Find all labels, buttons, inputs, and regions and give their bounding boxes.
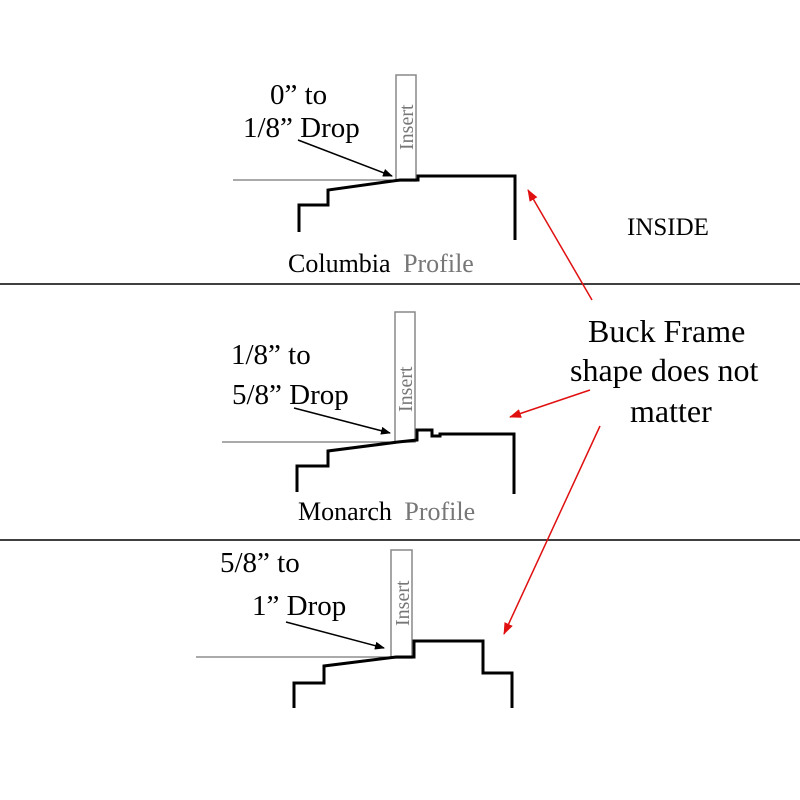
inside-label: INSIDE (627, 214, 709, 241)
buck-frame-label-line2: shape does not (570, 352, 759, 388)
buck-frame-callout: Buck Frame shape does not matter (503, 189, 759, 635)
profile-name: Monarch Profile (298, 497, 475, 526)
profile-name-main: Monarch (298, 497, 392, 526)
insert-label: Insert (395, 366, 417, 412)
columbia-profile-shape (297, 174, 517, 240)
red-arrow-to-monarch (509, 389, 591, 418)
third-section: Insert 5/8” to 1” Drop (196, 547, 514, 708)
red-arrow-to-columbia (527, 189, 593, 301)
drop-label-line1: 5/8” to (220, 547, 300, 579)
profile-name: Columbia Profile (288, 249, 474, 278)
drop-label-line1: 0” to (270, 79, 327, 111)
buck-frame-label-line1: Buck Frame (588, 313, 745, 349)
drop-pointer-arrow (285, 621, 385, 650)
drop-pointer-arrow (293, 407, 391, 435)
drop-label-line2: 5/8” Drop (232, 379, 349, 411)
drop-pointer-arrow (297, 139, 393, 177)
drop-label-line2: 1/8” Drop (243, 112, 360, 144)
red-arrow-to-third (503, 425, 601, 635)
drop-label-line1: 1/8” to (231, 339, 311, 371)
profile-name-suffix: Profile (403, 249, 474, 278)
third-profile-shape (292, 639, 514, 708)
drop-label-line2: 1” Drop (252, 590, 346, 622)
monarch-section: Insert 1/8” to 5/8” Drop Monarch Profile (222, 311, 516, 526)
monarch-profile-shape (295, 428, 516, 494)
profile-name-suffix: Profile (404, 497, 475, 526)
columbia-section: Insert 0” to 1/8” Drop Columbia Profile (233, 74, 517, 278)
insert-label: Insert (392, 580, 414, 626)
buck-frame-label-line3: matter (630, 393, 712, 429)
insert-label: Insert (396, 104, 418, 150)
profile-name-main: Columbia (288, 249, 391, 278)
